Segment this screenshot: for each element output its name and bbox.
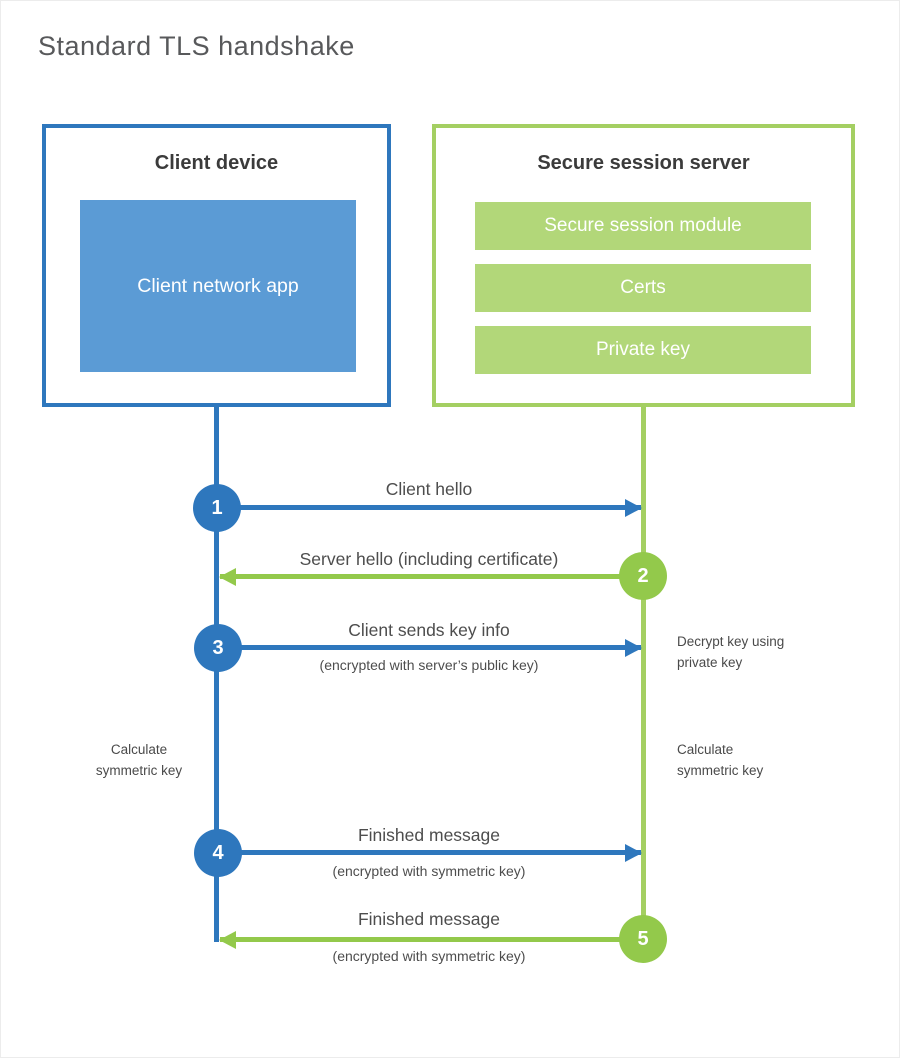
step-4-label: Finished message — [357, 825, 501, 845]
secure-session-server-box: Secure session server Secure session mod… — [432, 124, 855, 407]
step-2-badge: 2 — [619, 552, 667, 600]
step-5-sublabel: (encrypted with symmetric key) — [332, 948, 526, 964]
step-1-label: Client hello — [385, 479, 473, 499]
arrow-right-icon — [625, 638, 642, 657]
step-5-arrow — [219, 930, 641, 949]
step-3-arrow — [219, 638, 642, 657]
step-2-label: Server hello (including certificate) — [299, 549, 559, 569]
step-5-label: Finished message — [357, 909, 501, 929]
step-4-sublabel: (encrypted with symmetric key) — [332, 863, 526, 879]
client-network-app-label: Client network app — [137, 274, 299, 297]
step-1-badge: 1 — [193, 484, 241, 532]
server-module-private-key: Private key — [475, 326, 811, 374]
client-device-box: Client device Client network app — [42, 124, 391, 407]
secure-session-server-title: Secure session server — [537, 152, 750, 174]
step-3-sublabel: (encrypted with server’s public key) — [319, 657, 539, 673]
annotation-calculate-symmetric-key-server: Calculate symmetric key — [677, 742, 764, 778]
client-network-app-box: Client network app — [80, 200, 356, 372]
step-5-badge: 5 — [619, 915, 667, 963]
step-4-badge: 4 — [194, 829, 242, 877]
step-4-arrow — [219, 843, 642, 862]
server-module-secure-session: Secure session module — [475, 202, 811, 250]
step-3-badge: 3 — [194, 624, 242, 672]
arrow-left-icon — [219, 930, 236, 949]
annotation-decrypt-key: Decrypt key using private key — [677, 634, 785, 670]
client-lifeline — [214, 407, 219, 942]
arrow-left-icon — [219, 567, 236, 586]
arrow-right-icon — [625, 843, 642, 862]
page-title: Standard TLS handshake — [38, 31, 355, 61]
annotation-calculate-symmetric-key-client: Calculate symmetric key — [95, 742, 183, 778]
step-2-arrow — [219, 567, 641, 586]
server-module-certs: Certs — [475, 264, 811, 312]
step-3-label: Client sends key info — [348, 620, 510, 640]
step-1-arrow — [217, 498, 642, 517]
server-lifeline — [641, 407, 646, 939]
arrow-right-icon — [625, 498, 642, 517]
client-device-title: Client device — [154, 152, 279, 174]
